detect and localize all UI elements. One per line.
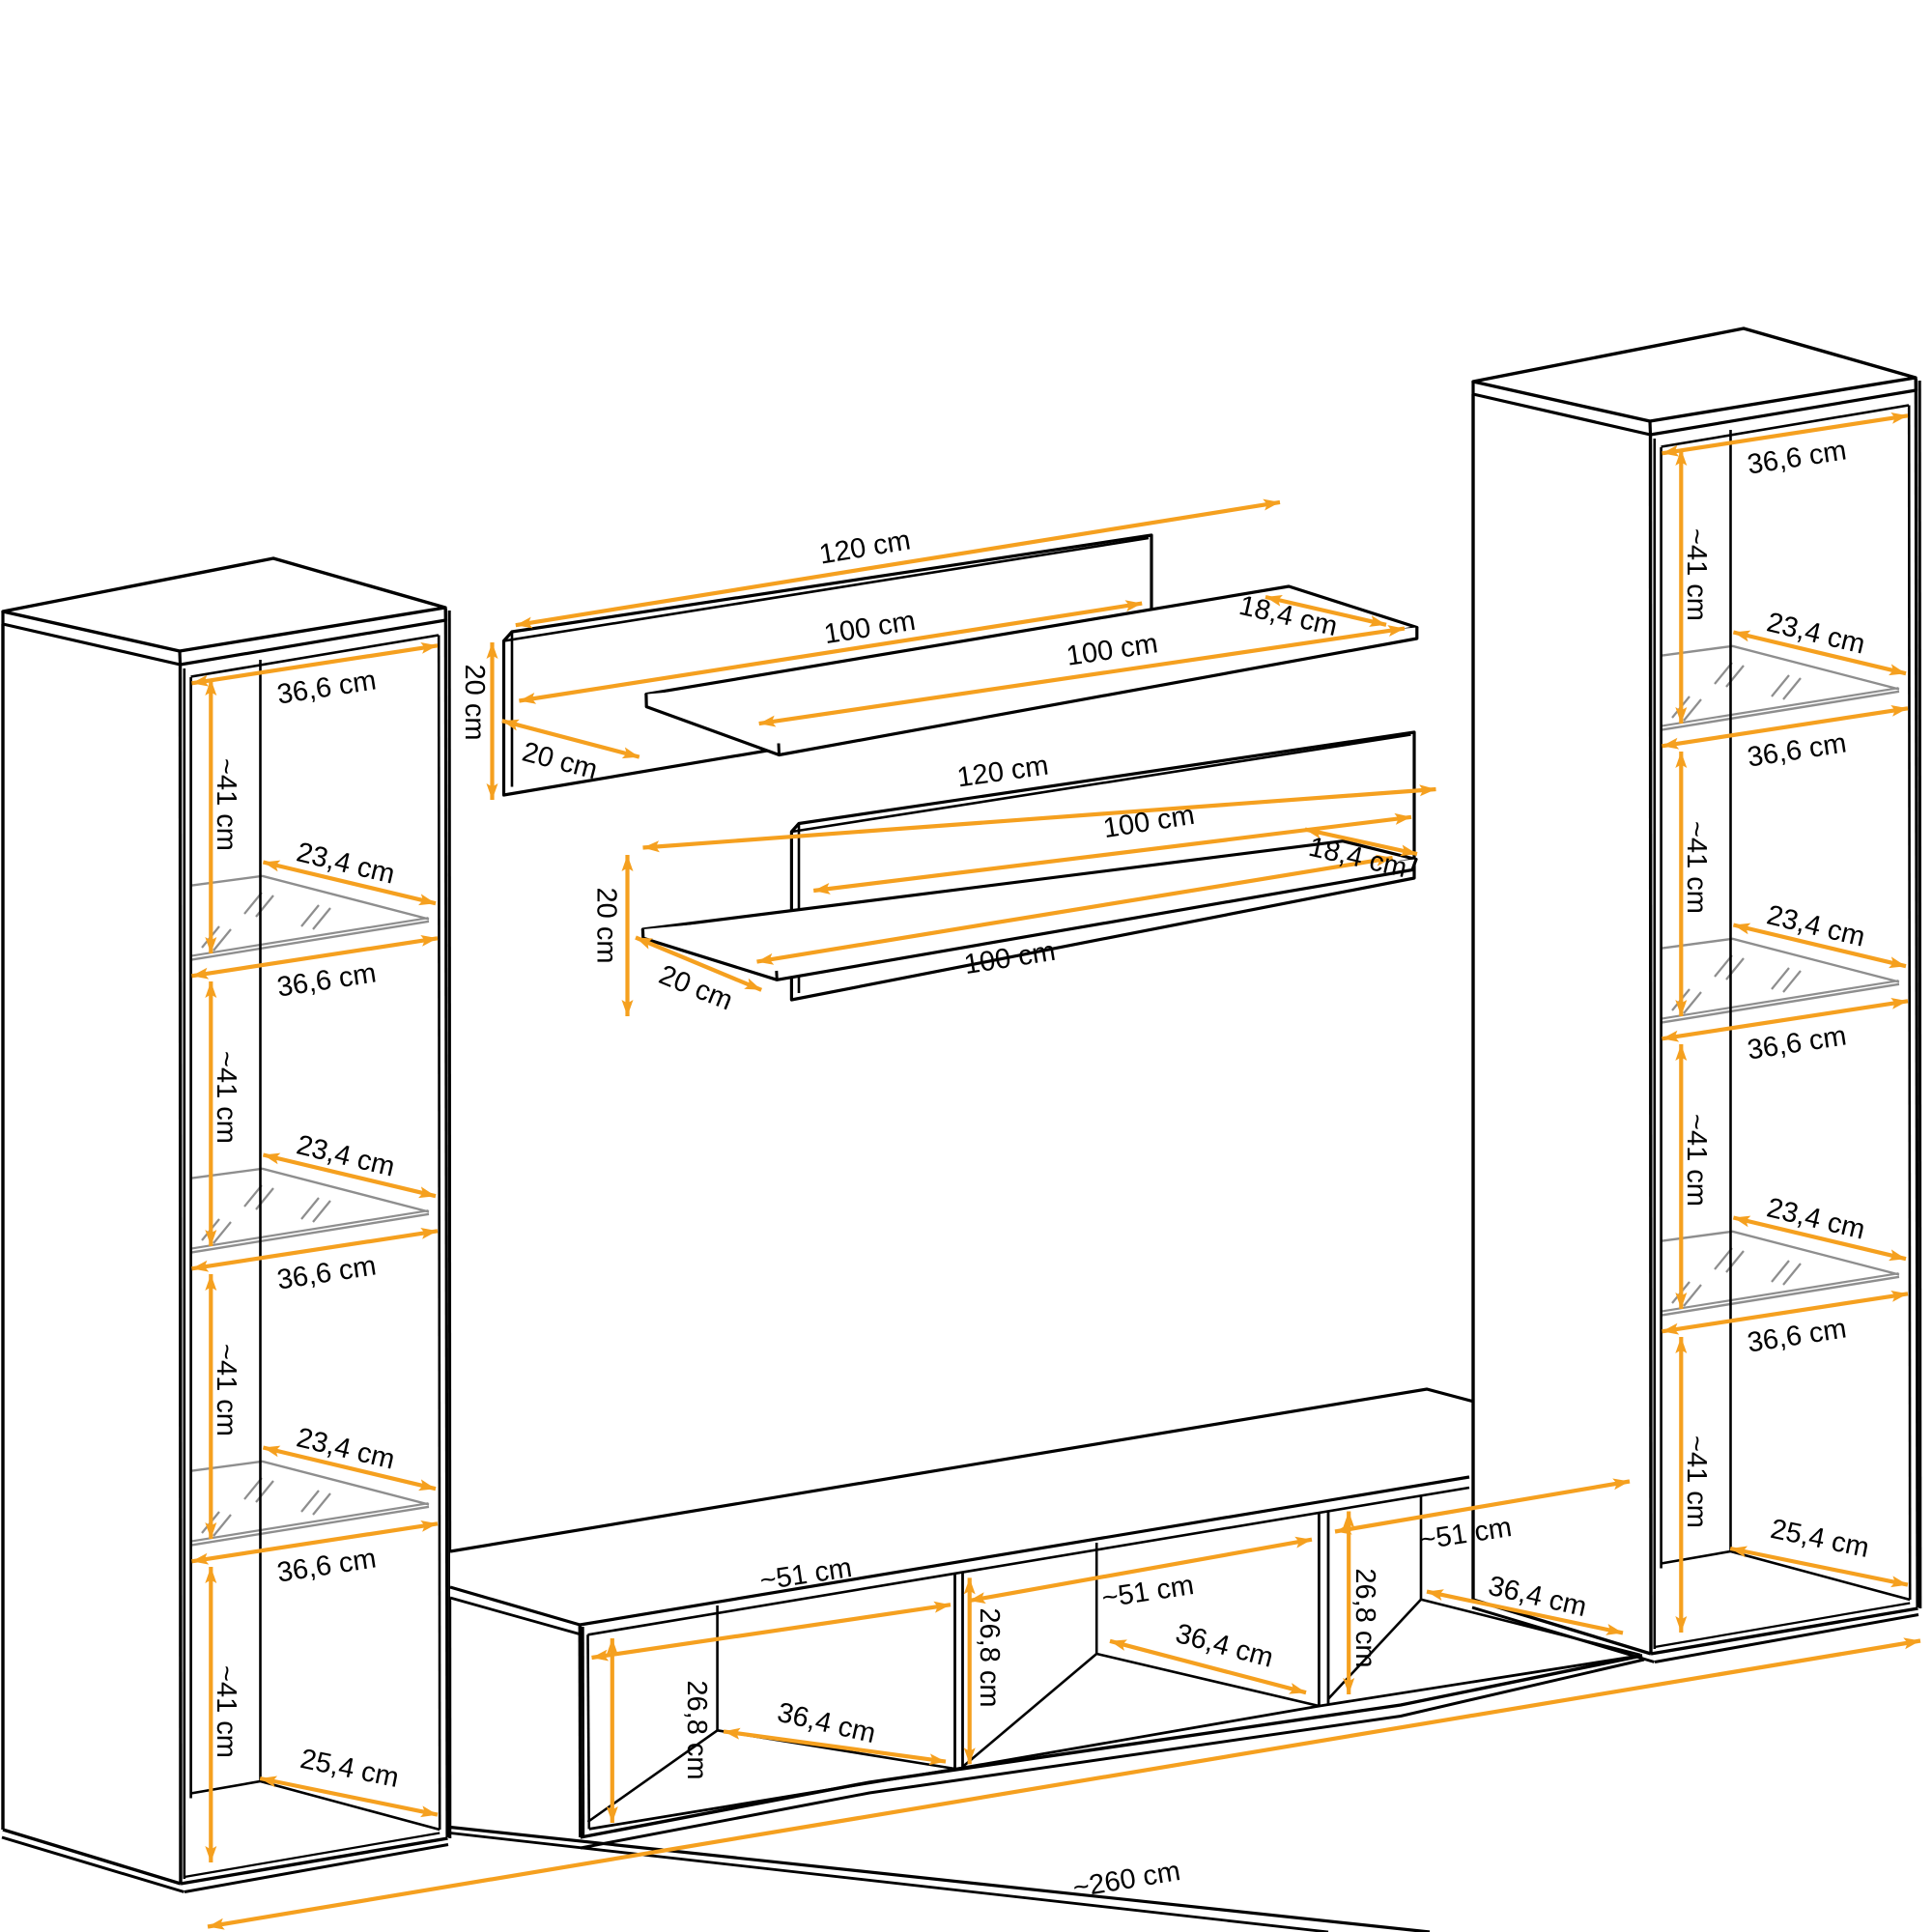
svg-text:20 cm: 20 cm bbox=[591, 888, 622, 964]
svg-text:26,8 cm: 26,8 cm bbox=[974, 1607, 1005, 1707]
svg-text:26,8 cm: 26,8 cm bbox=[1350, 1568, 1380, 1667]
svg-text:20 cm: 20 cm bbox=[459, 665, 490, 741]
svg-text:26,8 cm: 26,8 cm bbox=[681, 1680, 712, 1779]
svg-text:20 cm: 20 cm bbox=[655, 959, 737, 1016]
